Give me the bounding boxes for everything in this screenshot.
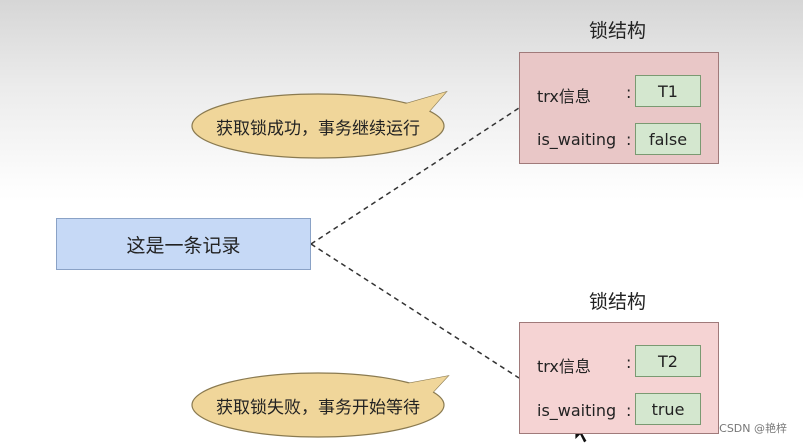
lock-1-title: 锁结构: [589, 20, 647, 42]
callout-success-text: 获取锁成功，事务继续运行: [216, 118, 420, 139]
connector-to-lock-1: [310, 107, 520, 245]
lock-1-trx-colon: :: [626, 83, 632, 102]
lock-2-waiting-colon: :: [626, 401, 632, 420]
lock-1-box: trx信息 : T1 is_waiting : false: [519, 52, 719, 164]
lock-1-trx-label: trx信息: [537, 87, 591, 106]
lock-1-waiting-label: is_waiting: [537, 130, 617, 149]
lock-2-trx-label: trx信息: [537, 357, 591, 376]
callout-failure-text: 获取锁失败，事务开始等待: [216, 397, 420, 418]
watermark: CSDN @艳梓: [719, 422, 787, 435]
lock-2-trx-value: T2: [635, 345, 701, 377]
lock-2-box: trx信息 : T2 is_waiting : true: [519, 322, 719, 434]
record-box: 这是一条记录: [56, 218, 311, 270]
lock-2-waiting-value: true: [635, 393, 701, 425]
lock-1-waiting-colon: :: [626, 130, 632, 149]
connector-to-lock-2: [310, 243, 520, 379]
lock-1-waiting-value: false: [635, 123, 701, 155]
lock-1-trx-value: T1: [635, 75, 701, 107]
callout-success-shape: [191, 90, 448, 159]
lock-2-waiting-label: is_waiting: [537, 401, 617, 420]
lock-2-title: 锁结构: [589, 291, 647, 313]
callout-failure-shape: [191, 372, 450, 438]
lock-2-trx-colon: :: [626, 353, 632, 372]
